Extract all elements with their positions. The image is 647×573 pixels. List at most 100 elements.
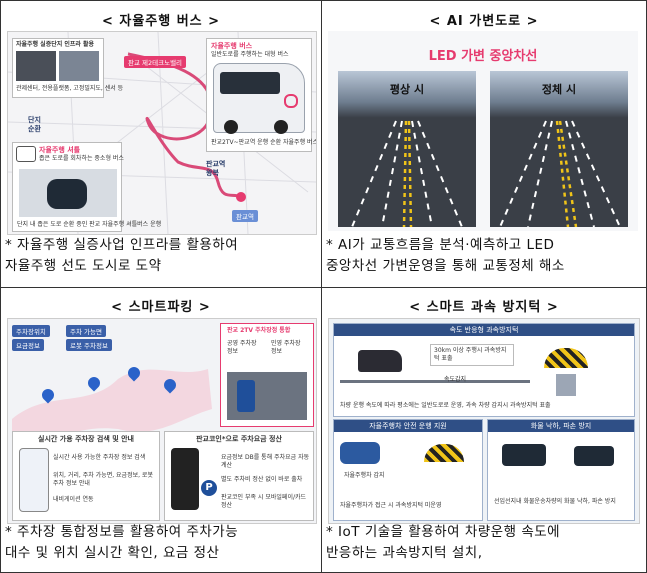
top-note: 차량 운행 속도에 따라 평소에는 일반도로로 운영, 과속 차량 감지시 과속… <box>340 402 551 409</box>
infra-sub: 관제센터, 전용플랫폼, 고정밀지도, 센서 등 <box>16 85 124 92</box>
phone-icon <box>237 380 255 412</box>
integrated-title: 판교 2TV 주차장정 통합 <box>227 327 291 334</box>
bus-icon <box>502 444 546 466</box>
panel-title: < 자율주행 버스 > <box>101 14 221 29</box>
led-lane-title: LED 가변 중앙차선 <box>428 49 538 64</box>
bus-box-sub: 일반도로를 주행하는 대형 버스 <box>211 51 289 58</box>
right-speed-box: 화물 낙하, 파손 방지 선입선지내 화물운송차량의 화물 낙하, 파손 방지 <box>487 419 635 521</box>
search-phone-icon <box>19 448 49 512</box>
sensor-label: 속도감지 <box>444 376 467 383</box>
station-label-1: 판교역 <box>206 160 226 168</box>
payment-info-box: 판교코인*으로 주차요금 정산 P 요금정보 DB를 통해 주차요금 자동 계산… <box>164 431 314 521</box>
parking-illustration: 주차장위치 주차 가능면 요금정보 로봇 주차정보 판교 2TV 주차장정 통합… <box>7 318 317 524</box>
bus-image <box>213 63 305 134</box>
callout-box: 30km 이상 주행시 과속방지턱 표출 <box>430 344 514 366</box>
danji-label-1: 단지 <box>28 116 41 124</box>
payment-item-3: 판교코인 부족 시 모바일페이/카드 정산 <box>221 494 307 509</box>
led-lane-illustration: LED 가변 중앙차선 평상 시 정체 시 <box>328 31 638 231</box>
left-speed-box: 자율주행차 안전 운행 지원 자율주행차 감지 자율주행차가 접근 시 과속방지… <box>333 419 483 521</box>
raise-arrow-icon <box>556 374 576 396</box>
search-item-3: 내비게이션 연동 <box>53 496 94 503</box>
truck-icon <box>358 350 402 372</box>
search-title: 실시간 가용 주차장 검색 및 안내 <box>38 435 134 443</box>
caption-line-1: * 자율주행 실증사업 인프라를 활용하여 <box>5 237 239 253</box>
panel-smart-parking: < 스마트파킹 > 주차장위치 주차 가능면 요금정보 로봇 주차정보 판교 2… <box>1 288 321 572</box>
panel-title: < AI 가변도로 > <box>429 14 539 29</box>
route-end-dot <box>236 192 246 202</box>
caption-line-1: * IoT 기술을 활용하여 차량운행 속도에 <box>326 524 561 540</box>
shuttle-title: 자율주행 셔틀 <box>39 146 81 154</box>
bus-info-box: 자율주행 버스 일반도로를 주행하는 대형 버스 판교2TV~판교역 운행 순환… <box>206 38 316 152</box>
panel-autonomous-bus: < 자율주행 버스 > 자율주행 실증단지 인프라 활용 관제센터, 전용플랫폼… <box>1 1 321 287</box>
truck-icon <box>574 446 614 466</box>
panel-title: < 스마트 과속 방지턱 > <box>409 300 559 315</box>
right-banner: 화물 낙하, 파손 방지 <box>488 420 634 432</box>
normal-label: 평상 시 <box>389 83 425 96</box>
panel-title: < 스마트파킹 > <box>111 300 211 315</box>
jam-road-image: 정체 시 <box>490 71 628 227</box>
shuttle-icon <box>16 146 36 162</box>
caption-line-2: 자율주행 선도 도시로 도약 <box>5 258 162 274</box>
parking-tag-available: 주차 가능면 <box>66 325 106 337</box>
bus-route-illustration: 자율주행 실증단지 인프라 활용 관제센터, 전용플랫폼, 고정밀지도, 센서 … <box>7 31 317 235</box>
normal-road-image: 평상 시 <box>338 71 476 227</box>
bus-wheel-rear <box>274 120 288 134</box>
parking-p-icon: P <box>201 480 217 496</box>
public-parking-info: 공영 주차장 정보 <box>227 340 257 355</box>
search-info-box: 실시간 가용 주차장 검색 및 안내 실시간 사용 가능한 주차장 정보 검색 … <box>12 431 160 521</box>
road-line <box>340 380 530 383</box>
autonomous-vehicle-icon <box>340 442 380 464</box>
parking-map <box>12 369 212 444</box>
speed-bump-icon <box>424 444 464 462</box>
sensor-signal-icon <box>284 94 298 108</box>
infra-photo-box: 자율주행 실증단지 인프라 활용 관제센터, 전용플랫폼, 고정밀지도, 센서 … <box>12 38 123 98</box>
parking-tag-fee: 요금정보 <box>12 339 44 351</box>
panel-smart-speed-bump: < 스마트 과속 방지턱 > 속도 반응형 과속방지턱 30km 이상 주행시 … <box>322 288 646 572</box>
left-sensor-label: 자율주행차 감지 <box>344 472 385 479</box>
panel-ai-variable-lane: < AI 가변도로 > LED 가변 중앙차선 평상 시 <box>322 1 646 287</box>
shuttle-vehicle <box>47 179 87 209</box>
speed-bump-icon <box>544 348 588 368</box>
jam-lane-markings <box>499 120 621 227</box>
top-speed-box: 속도 반응형 과속방지턱 30km 이상 주행시 과속방지턱 표출 속도감지 차… <box>333 323 635 417</box>
bus-wheel-front <box>224 120 238 134</box>
caption-line-2: 중앙차선 가변운영을 통해 교통정체 해소 <box>326 258 565 274</box>
jam-label: 정체 시 <box>541 83 577 96</box>
callout-text: 30km 이상 주행시 과속방지턱 표출 <box>434 347 507 362</box>
parking-tag-location: 주차장위치 <box>12 325 50 337</box>
left-note: 자율주행차가 접근 시 과속방지턱 미운영 <box>340 502 442 509</box>
danji-label-2: 순환 <box>28 125 41 133</box>
bus-box-title: 자율주행 버스 <box>211 42 253 50</box>
bus-window <box>220 72 280 94</box>
shuttle-info-box: 자율주행 셔틀 좁은 도로를 회차하는 중소형 버스 단지 내 좁은 도로 순환… <box>12 142 161 232</box>
shuttle-photo <box>19 169 117 217</box>
payment-phone-icon <box>171 448 199 510</box>
normal-lane-markings <box>351 120 463 227</box>
top-banner: 속도 반응형 과속방지턱 <box>334 324 634 336</box>
station-tag: 판교역 <box>232 210 258 222</box>
bus-route-line <box>127 52 242 199</box>
platform-photo <box>59 51 99 81</box>
payment-title: 판교코인*으로 주차요금 정산 <box>196 435 282 443</box>
parking-lot-photo <box>227 372 307 420</box>
bus-note: 판교2TV~판교역 운행 순환 자율주행 버스 운행 <box>211 139 317 146</box>
vertical-divider <box>321 1 322 572</box>
search-item-2: 위치, 거리, 주차 가능면, 요금정보, 로봇주차 정보 안내 <box>53 472 153 487</box>
horizontal-divider <box>1 287 646 288</box>
parking-tag-robot: 로봇 주차정보 <box>66 339 112 351</box>
tech-valley-tag: 판교 제2테크노밸리 <box>124 56 187 68</box>
infra-label: 자율주행 실증단지 인프라 활용 <box>16 41 95 48</box>
integrated-info-box: 판교 2TV 주차장정 통합 공영 주차장 정보 민영 주차장 정보 <box>220 323 314 427</box>
caption-line-1: * 주차장 통합정보를 활용하여 주차가능 <box>5 524 239 540</box>
payment-item-1: 요금정보 DB를 통해 주차요금 자동 계산 <box>221 454 310 469</box>
right-note: 선입선지내 화물운송차량의 화물 낙하, 파손 방지 <box>494 498 616 505</box>
search-item-1: 실시간 사용 가능한 주차장 정보 검색 <box>53 454 146 461</box>
payment-item-2: 별도 주차비 정산 없이 바로 출차 <box>221 476 303 483</box>
shuttle-sub: 좁은 도로를 회차하는 중소형 버스 <box>39 155 124 162</box>
station-label-2: 왕복 <box>206 169 219 177</box>
shuttle-note: 단지 내 좁은 도로 순환 중인 판교 자율주행 셔틀버스 운행 <box>17 221 162 228</box>
private-parking-info: 민영 주차장 정보 <box>271 340 301 355</box>
caption-line-2: 반응하는 과속방지턱 설치, <box>326 545 483 561</box>
caption-line-1: * AI가 교통흐름을 분석·예측하고 LED <box>326 237 555 253</box>
